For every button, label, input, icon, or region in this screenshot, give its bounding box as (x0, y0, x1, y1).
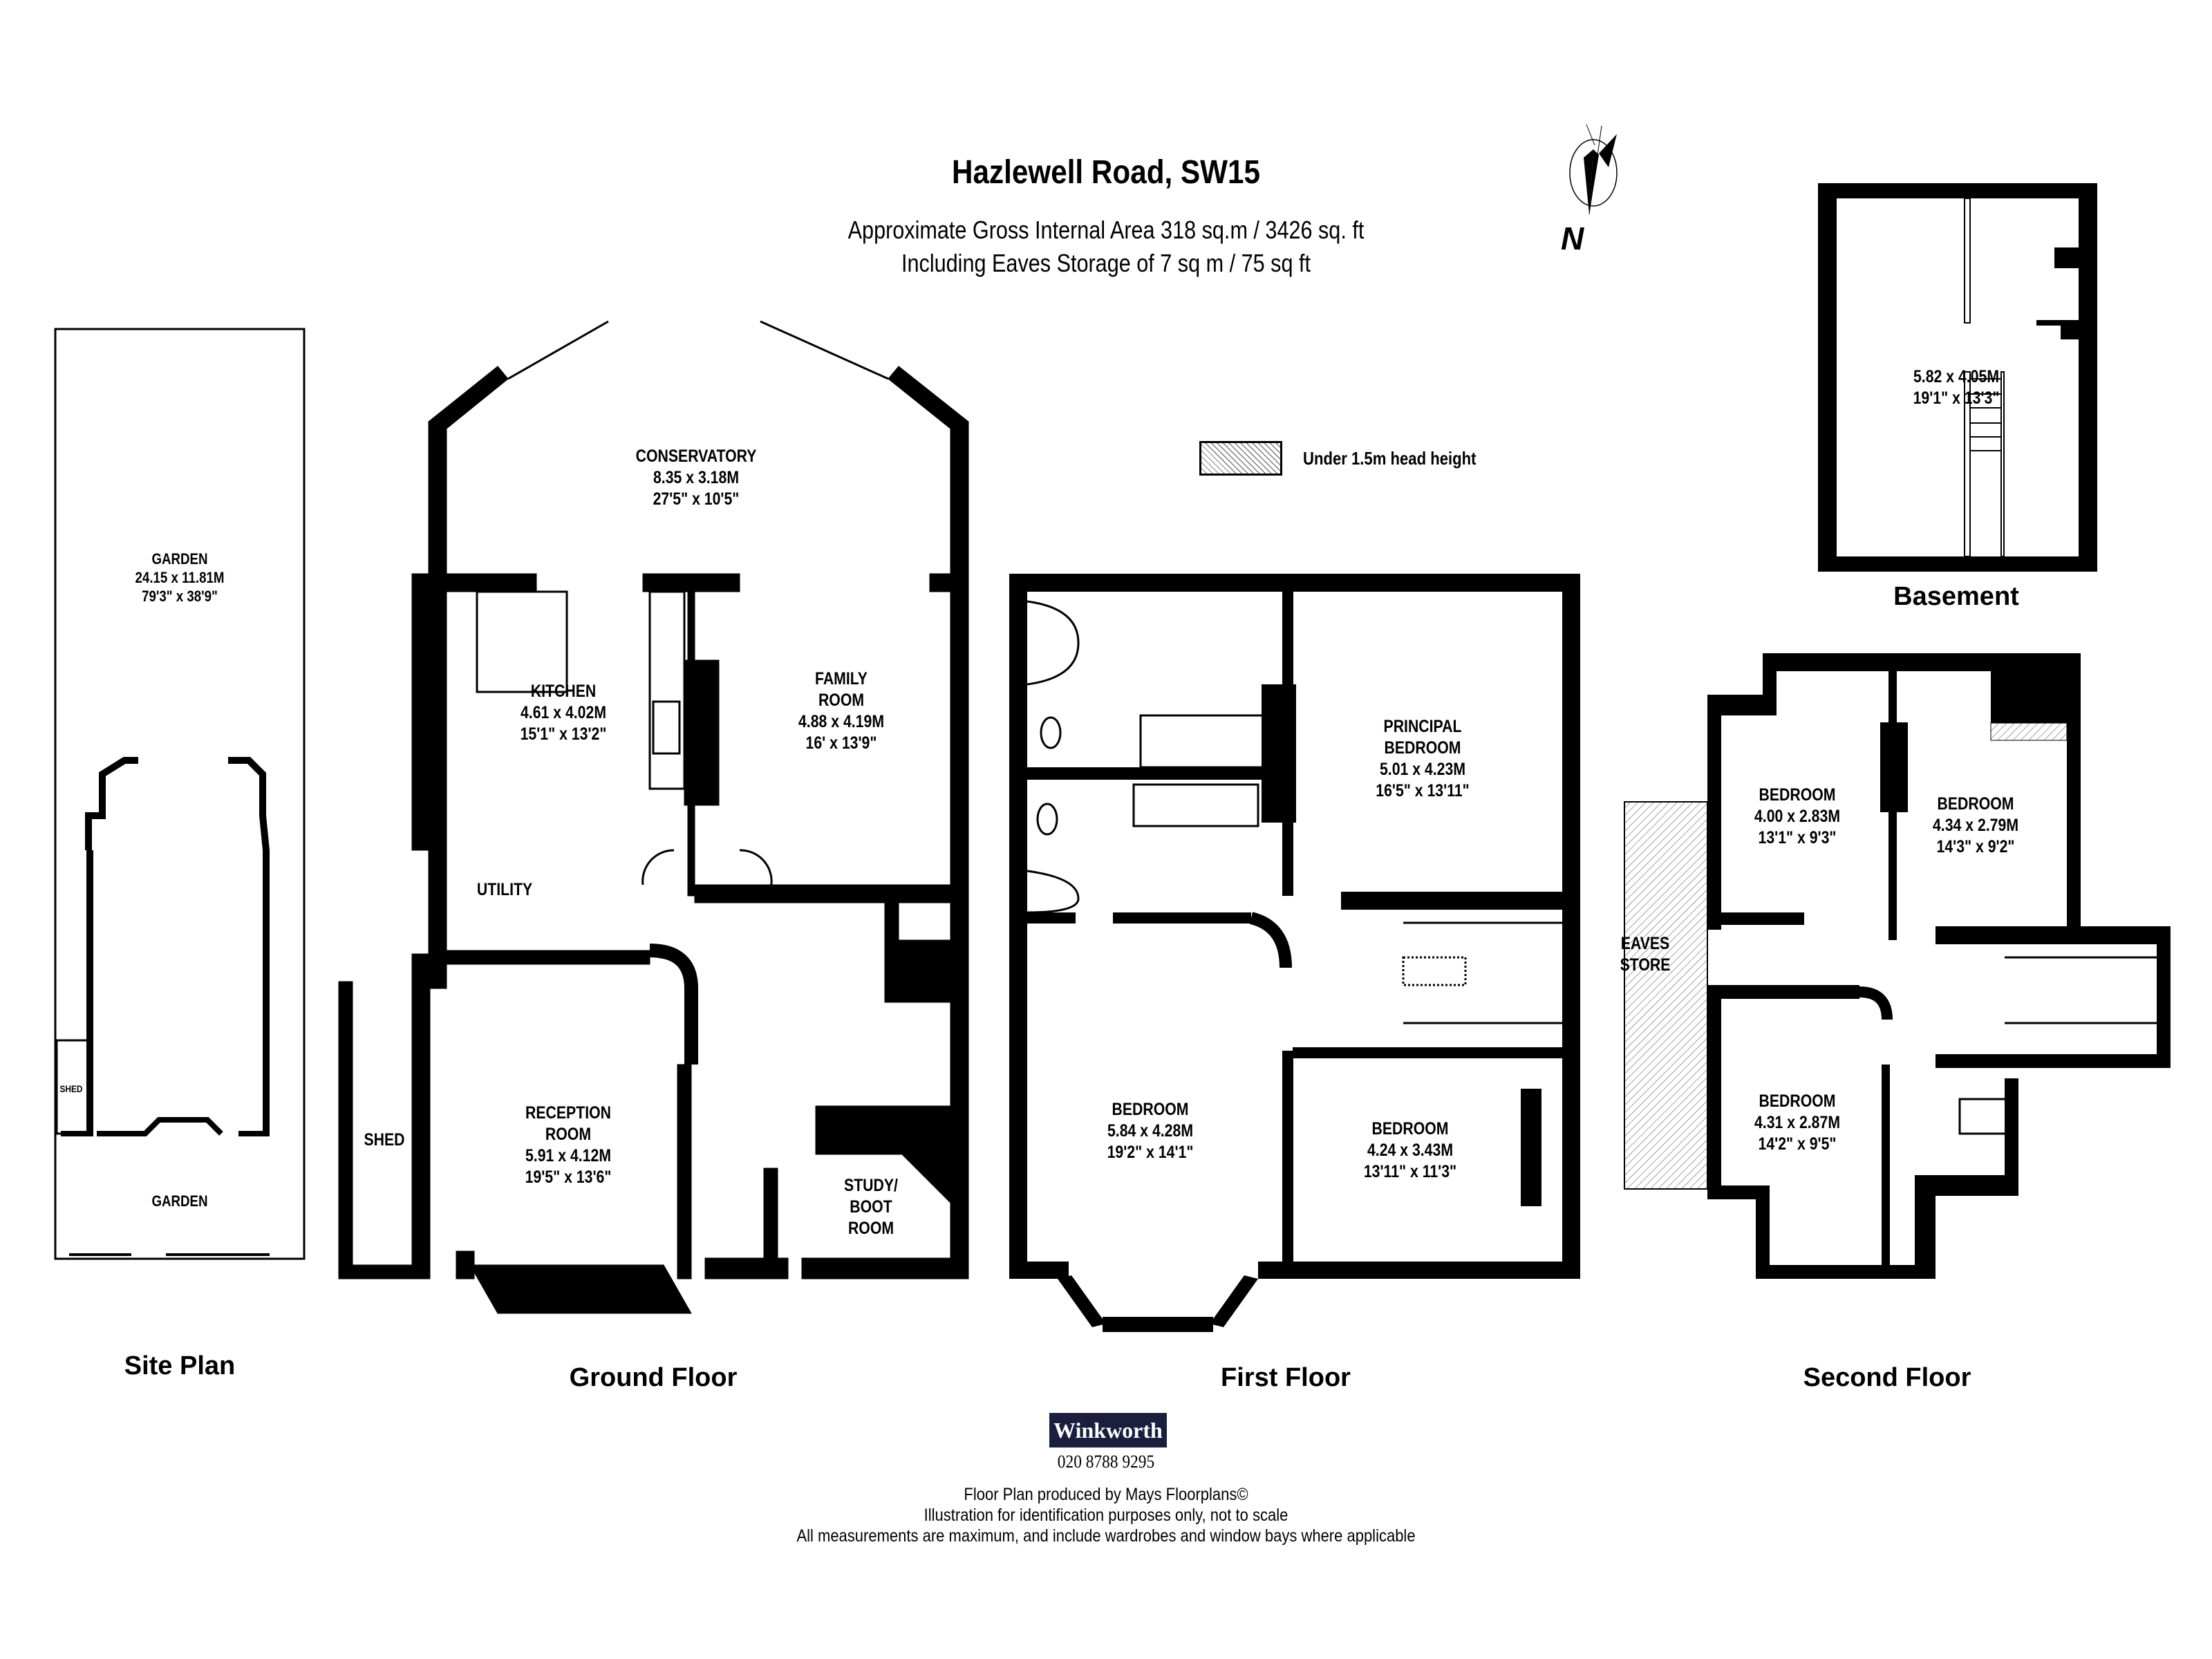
room-family-room: FAMILY ROOM 4.88 x 4.19M 16' x 13'9" (798, 669, 885, 753)
hatch-legend-swatch (1199, 441, 1282, 476)
room-bedroom-second-rear-left: BEDROOM 4.00 x 2.83M 13'1" x 9'3" (1754, 785, 1841, 847)
hatch-legend-label: Under 1.5m head height (1303, 448, 1477, 469)
room-eaves-store: EAVES STORE (1620, 934, 1671, 975)
site-garden-rear-label: GARDEN 24.15 x 11.81M 79'3" x 38'9" (135, 550, 225, 605)
winkworth-logo: Winkworth (1049, 1413, 1167, 1447)
second-floor-title: Second Floor (1803, 1363, 1971, 1392)
second-floor-plan (1707, 653, 2171, 1279)
room-bedroom-second-front: BEDROOM 4.31 x 2.87M 14'2" x 9'5" (1754, 1091, 1841, 1154)
north-label: N (1561, 221, 1584, 256)
site-shed-label: SHED (59, 1083, 83, 1094)
room-reception: RECEPTION ROOM 5.91 x 4.12M 19'5" x 13'6… (525, 1103, 612, 1187)
compass-icon (1569, 124, 1618, 215)
room-shed: SHED (364, 1130, 405, 1150)
room-bedroom-first-right: BEDROOM 4.24 x 3.43M 13'11" x 11'3" (1363, 1119, 1457, 1181)
room-principal-bedroom: PRINCIPAL BEDROOM 5.01 x 4.23M 16'5" x 1… (1376, 717, 1470, 800)
footer-disclaimer: Illustration for identification purposes… (924, 1506, 1288, 1525)
footer-measurements-note: All measurements are maximum, and includ… (796, 1526, 1416, 1546)
ground-floor-title: Ground Floor (569, 1363, 738, 1392)
basement-plan (1818, 183, 2097, 572)
site-plan (54, 328, 306, 1260)
agent-phone: 020 8788 9295 (1057, 1452, 1155, 1472)
eaves-store-hatch (1624, 801, 1708, 1190)
first-floor-plan (1009, 574, 1580, 1332)
eaves-area-text: Including Eaves Storage of 7 sq m / 75 s… (901, 249, 1311, 277)
room-study-boot: STUDY/ BOOT ROOM (844, 1176, 898, 1238)
first-floor-title: First Floor (1221, 1363, 1351, 1392)
site-plan-title: Site Plan (124, 1351, 236, 1380)
ground-floor-plan (338, 366, 969, 1314)
room-basement: 5.82 x 4.05M 19'1" x 13'3" (1913, 367, 2000, 408)
property-title: Hazlewell Road, SW15 (952, 154, 1260, 191)
room-bedroom-second-rear-right: BEDROOM 4.34 x 2.79M 14'3" x 9'2" (1932, 794, 2019, 856)
gross-area-text: Approximate Gross Internal Area 318 sq.m… (847, 216, 1365, 244)
site-garden-front-label: GARDEN (151, 1192, 208, 1210)
room-conservatory: CONSERVATORY 8.35 x 3.18M 27'5" x 10'5" (635, 447, 757, 509)
footer-credit: Floor Plan produced by Mays Floorplans© (964, 1485, 1248, 1504)
room-bedroom-first-left: BEDROOM 5.84 x 4.28M 19'2" x 14'1" (1107, 1100, 1194, 1162)
room-utility: UTILITY (476, 880, 533, 899)
room-kitchen: KITCHEN 4.61 x 4.02M 15'1" x 13'2" (520, 682, 607, 744)
basement-title: Basement (1893, 582, 2019, 611)
